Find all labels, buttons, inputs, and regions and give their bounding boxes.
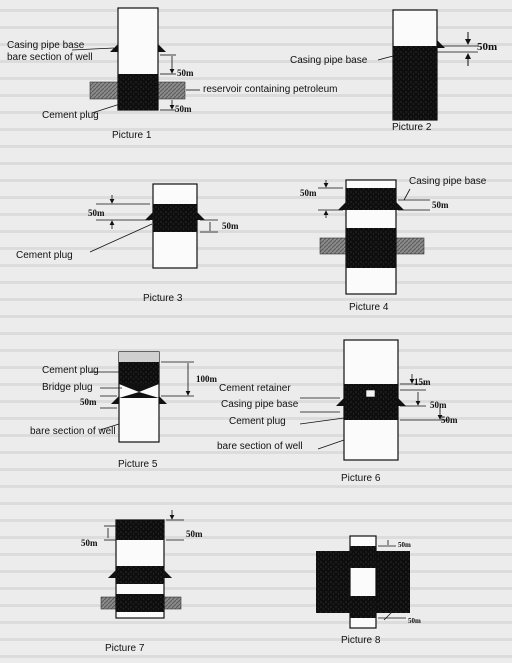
dim-50m: 50m — [408, 617, 421, 625]
label-casing-pipe-base: Casing pipe base — [7, 40, 85, 51]
picture-4-diagram — [318, 179, 430, 295]
label-cement-plug: Cement plug — [16, 250, 73, 261]
cement-plug — [119, 362, 159, 384]
dim-50m: 50m — [441, 415, 458, 425]
label-bare-section-of-well: bare section of well — [30, 426, 116, 437]
casing-shoe-right — [158, 44, 166, 52]
picture-3-diagram — [89, 183, 218, 269]
label-casing-pipe-base: Casing pipe base — [290, 55, 368, 66]
dim-50m: 50m — [80, 397, 97, 407]
picture-8-diagram — [316, 535, 410, 629]
cement-plug-top — [350, 546, 376, 568]
caption-picture-8: Picture 8 — [341, 635, 381, 646]
cement-plug-bottom — [350, 596, 376, 618]
caption-picture-6: Picture 6 — [341, 473, 381, 484]
label-reservoir-containing-petroleum: reservoir containing petroleum — [203, 84, 338, 95]
caption-picture-2: Picture 2 — [392, 122, 432, 133]
label-bare-section-of-well: bare section of well — [217, 441, 303, 452]
cement-plug-upper — [346, 188, 396, 210]
dim-50m: 50m — [177, 68, 194, 78]
dim-100m: 100m — [196, 374, 217, 384]
cement-plug — [118, 74, 158, 110]
dim-50m: 50m — [222, 221, 239, 231]
cement-plug-middle — [116, 566, 164, 584]
dim-50m: 50m — [175, 104, 192, 114]
caption-picture-7: Picture 7 — [105, 643, 145, 654]
cement-plug — [393, 46, 437, 120]
dim-50m: 50m — [186, 529, 203, 539]
cement-plug-top — [116, 520, 164, 540]
dim-50m: 50m — [300, 188, 317, 198]
cement-plug — [153, 204, 197, 232]
cement-retainer — [365, 389, 376, 398]
dim-50m: 50m — [477, 41, 498, 53]
cement-plug-left — [316, 551, 350, 613]
caption-picture-4: Picture 4 — [349, 302, 389, 313]
dim-50m: 50m — [88, 208, 105, 218]
label-casing-pipe-base: Casing pipe base — [221, 399, 299, 410]
label-cement-plug: Cement plug — [42, 365, 99, 376]
bridge-plug — [119, 384, 159, 392]
picture-2-diagram — [377, 9, 478, 121]
label-cement-retainer: Cement retainer — [219, 383, 291, 394]
picture-7-diagram — [100, 510, 184, 619]
upper-casing-shade — [119, 352, 159, 362]
label-bare-section-of-well: bare section of well — [7, 52, 93, 63]
picture-6-diagram — [299, 339, 448, 461]
label-cement-plug: Cement plug — [42, 110, 99, 121]
caption-picture-5: Picture 5 — [118, 459, 158, 470]
cement-plug — [344, 384, 398, 420]
dim-50m: 50m — [398, 541, 411, 549]
label-bridge-plug: Bridge plug — [42, 382, 93, 393]
picture-1-diagram — [71, 7, 200, 114]
caption-picture-3: Picture 3 — [143, 293, 183, 304]
dim-50m: 50m — [81, 538, 98, 548]
cement-plug-right — [376, 551, 410, 613]
caption-picture-1: Picture 1 — [112, 130, 152, 141]
label-casing-pipe-base: Casing pipe base — [409, 176, 487, 187]
dim-15m: 15m — [414, 377, 431, 387]
cement-plug-lower — [346, 228, 396, 268]
label-cement-plug: Cement plug — [229, 416, 286, 427]
picture-5-diagram — [90, 351, 194, 443]
dim-50m: 50m — [432, 200, 449, 210]
dim-50m: 50m — [430, 400, 447, 410]
cement-plug-bottom — [116, 594, 164, 612]
